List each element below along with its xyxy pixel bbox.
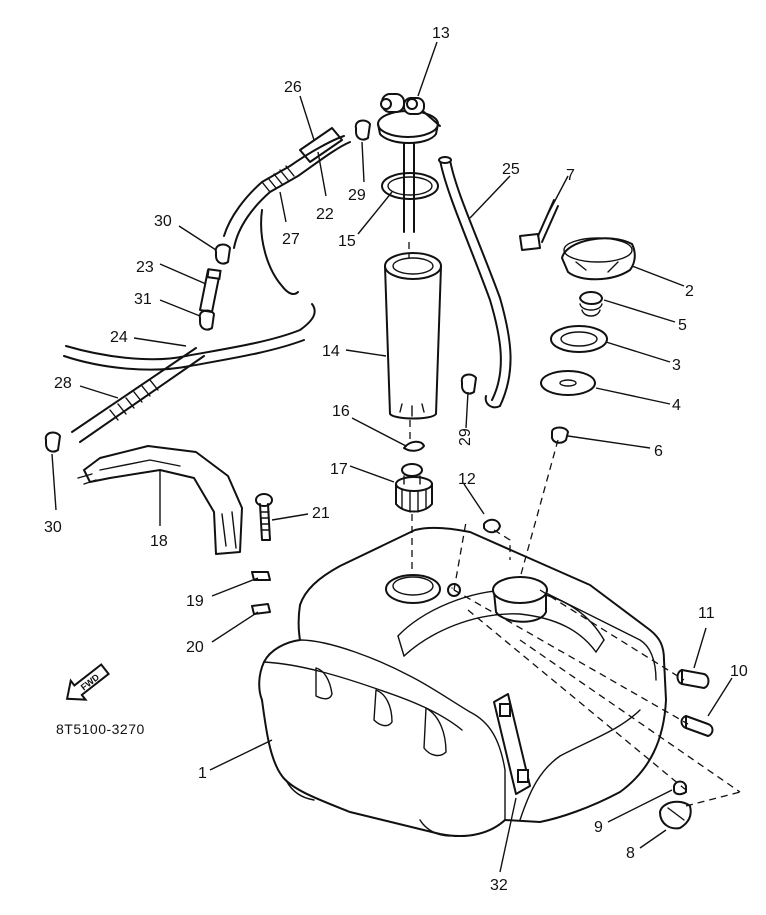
- callout-6: 6: [654, 443, 663, 460]
- callout-20: 20: [186, 639, 204, 656]
- leader-lines: [51, 41, 733, 873]
- callout-18: 18: [150, 533, 168, 550]
- callout-14: 14: [322, 343, 340, 360]
- callout-1: 1: [198, 765, 207, 782]
- callout-4: 4: [672, 397, 681, 414]
- callout-19: 19: [186, 593, 204, 610]
- hoses: [63, 127, 512, 443]
- callout-5: 5: [678, 317, 687, 334]
- callout-26: 26: [284, 79, 302, 96]
- callout-32: 32: [490, 877, 508, 894]
- callout-13: 13: [432, 25, 450, 42]
- callout-28: 28: [54, 375, 72, 392]
- callout-9: 9: [594, 819, 603, 836]
- alignment-lines: [408, 242, 741, 807]
- callout-15: 15: [338, 233, 356, 250]
- callout-25: 25: [502, 161, 520, 178]
- callout-17: 17: [330, 461, 348, 478]
- callout-23: 23: [136, 259, 154, 276]
- callout-11: 11: [698, 605, 715, 622]
- callout-31-top: 30: [154, 213, 172, 230]
- callout-29: 29: [457, 428, 474, 446]
- callout-22: 22: [316, 206, 334, 223]
- callout-30-top: 29: [348, 187, 366, 204]
- callout-27: 27: [282, 231, 300, 248]
- callout-labels: 13 26 29 22 27 15 25 7 30 23 31 24 14 28…: [44, 25, 748, 894]
- callout-7: 7: [566, 167, 575, 184]
- callout-16: 16: [332, 403, 350, 420]
- callout-24: 24: [110, 329, 128, 346]
- callout-3: 3: [672, 357, 681, 374]
- callout-2: 2: [685, 283, 694, 300]
- callout-30-bottom: 30: [44, 519, 62, 536]
- fuel-pump-assembly: [377, 93, 442, 513]
- callout-21: 21: [312, 505, 330, 522]
- small-parts: [44, 119, 714, 830]
- fuel-tank: [258, 526, 667, 838]
- callout-12: 12: [458, 471, 476, 488]
- diagram-code: 8T5100-3270: [56, 721, 145, 737]
- callout-31-bottom: 31: [134, 291, 152, 308]
- callout-10: 10: [730, 663, 748, 680]
- fwd-arrow-icon: FWD: [65, 663, 111, 701]
- callout-8: 8: [626, 845, 635, 862]
